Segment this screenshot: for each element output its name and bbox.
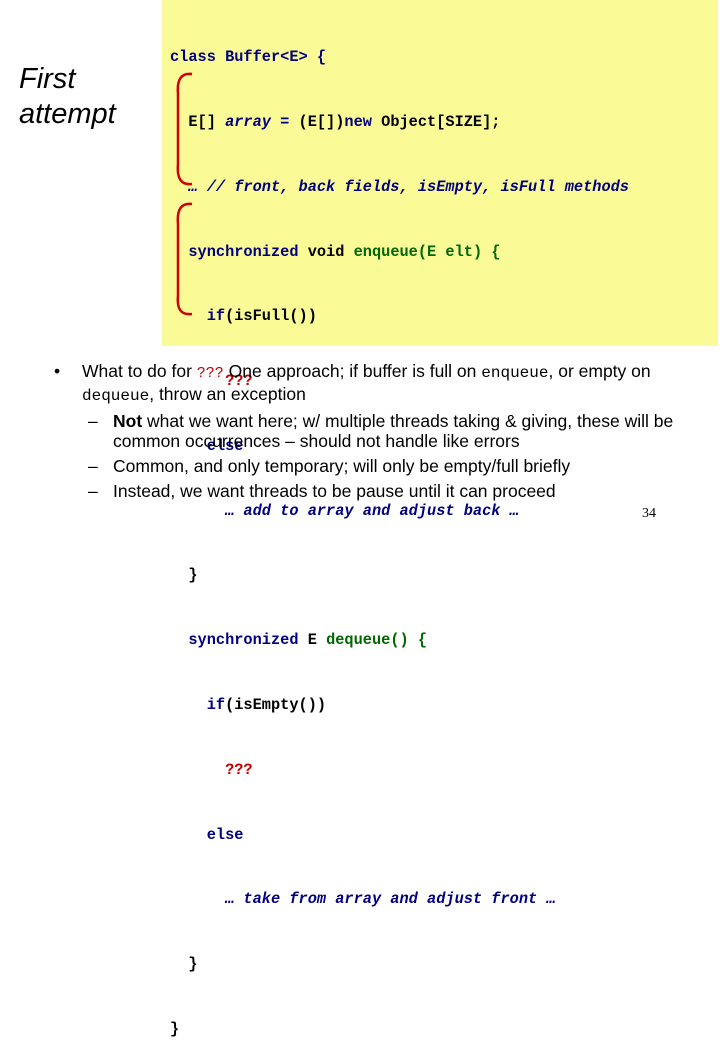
slide-title-line1: First <box>19 63 76 95</box>
code-line-6: ??? <box>170 372 253 391</box>
dash-marker: – <box>88 456 98 476</box>
red-bracket-annotation <box>176 72 193 316</box>
code-line-7: else <box>170 436 244 455</box>
sub-bullet-1: – Not what we want here; w/ multiple thr… <box>88 411 674 451</box>
dash-marker: – <box>88 411 98 431</box>
sub-bullet-3: – Instead, we want threads to be pause u… <box>88 481 556 501</box>
code-line-4: synchronized void enqueue(E elt) { <box>170 242 501 261</box>
bracket-enqueue <box>176 72 193 186</box>
slide-title-line2: attempt <box>19 98 116 130</box>
code-line-3: … // front, back fields, isEmpty, isFull… <box>170 177 629 196</box>
bullet-main: • What to do for ??? One approach; if bu… <box>54 361 651 405</box>
code-line-12: ??? <box>170 760 253 779</box>
code-line-10: synchronized E dequeue() { <box>170 631 428 650</box>
code-line-5: if(isFull()) <box>170 307 317 326</box>
dash-marker: – <box>88 481 98 501</box>
bullet-marker: • <box>54 361 61 381</box>
code-line-1: class Buffer<E> { <box>170 48 327 67</box>
code-line-15: } <box>170 955 198 974</box>
code-line-9: } <box>170 566 198 585</box>
code-line-2: E[] array = (E[])new Object[SIZE]; <box>170 112 501 131</box>
code-line-11: if(isEmpty()) <box>170 696 327 714</box>
slide-title: First attempt <box>19 62 116 132</box>
code-line-8: … add to array and adjust back … <box>170 501 519 520</box>
code-line-14: … take from array and adjust front … <box>170 890 556 909</box>
code-block-background <box>162 0 718 346</box>
bullet-list: • What to do for ??? One approach; if bu… <box>54 361 694 501</box>
page-number: 34 <box>642 506 656 521</box>
code-block: class Buffer<E> { E[] array = (E[])new O… <box>170 4 629 1062</box>
code-line-13: else <box>170 825 244 844</box>
code-line-16: } <box>170 1019 180 1038</box>
bracket-dequeue <box>176 202 193 316</box>
sub-bullet-2: – Common, and only temporary; will only … <box>88 456 571 476</box>
